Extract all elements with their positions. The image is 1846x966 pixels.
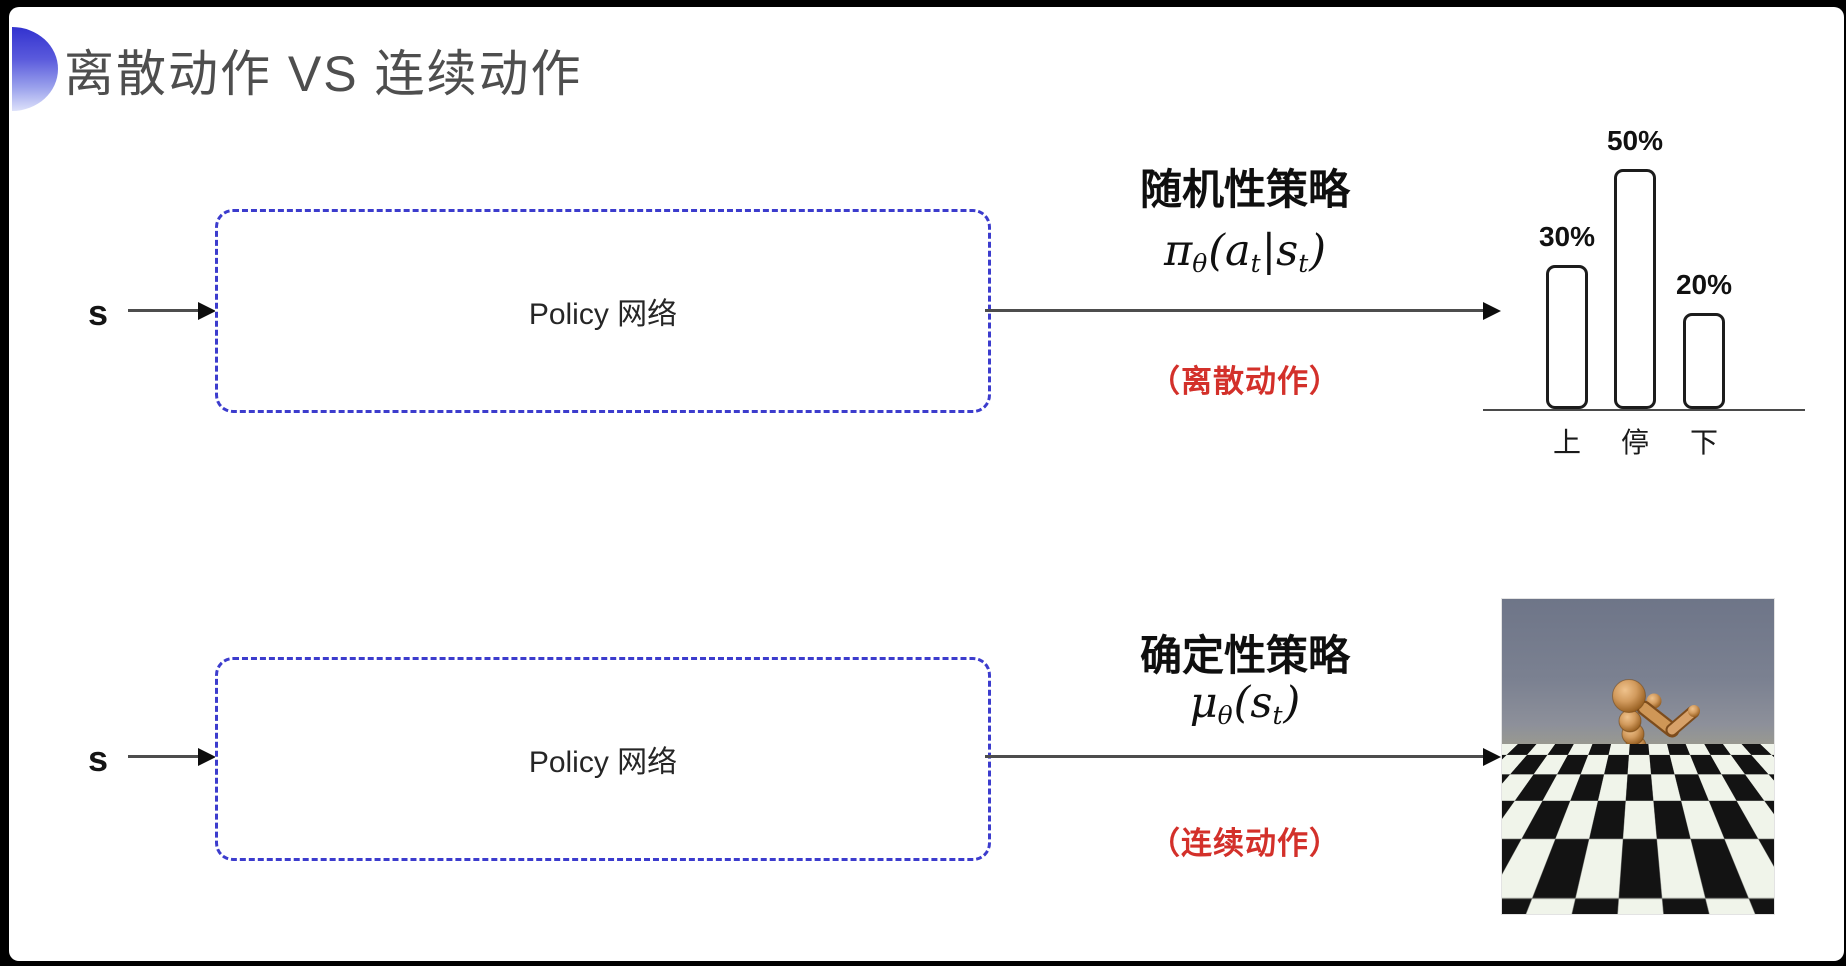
chart-bar-stop — [1614, 169, 1656, 409]
policy-network-box-bottom: Policy 网络 — [215, 657, 991, 861]
bar-value-label: 30% — [1538, 221, 1596, 252]
chart-bar-column: 30% — [1539, 108, 1595, 409]
state-input-label-bottom: s — [88, 738, 109, 779]
arrow-head-icon — [198, 748, 216, 766]
axis-label-up: 上 — [1552, 427, 1581, 458]
chart-bar-up — [1546, 265, 1588, 409]
humanoid-robot-figure — [1572, 679, 1721, 907]
arrow-line — [985, 309, 1485, 312]
arrow-line — [985, 755, 1485, 758]
deterministic-policy-title: 确定性策略 — [1139, 632, 1350, 679]
stochastic-policy-title: 随机性策略 — [1139, 166, 1350, 213]
action-probability-chart: 30% 50% 20% — [1483, 108, 1805, 411]
arrow-line — [128, 309, 202, 312]
arrow-line — [128, 755, 202, 758]
continuous-action-caption: （连续动作） — [1149, 826, 1341, 861]
bar-value-label: 20% — [1675, 269, 1733, 300]
page-title: 离散动作 VS 连续动作 — [64, 46, 583, 102]
chart-bar-down — [1683, 313, 1725, 409]
state-input-label-top: s — [88, 292, 109, 333]
policy-network-label: Policy 网络 — [528, 746, 678, 779]
arrow-head-icon — [1483, 302, 1501, 320]
axis-label-down: 下 — [1689, 427, 1718, 458]
discrete-action-caption: （离散动作） — [1149, 364, 1341, 399]
policy-network-label: Policy 网络 — [528, 298, 678, 331]
humanoid-robot-image — [1501, 598, 1775, 915]
bar-value-label: 50% — [1606, 125, 1664, 156]
arrow-head-icon — [1483, 748, 1501, 766]
arrow-head-icon — [198, 302, 216, 320]
axis-label-stop: 停 — [1620, 427, 1649, 458]
chart-bar-column: 20% — [1676, 108, 1732, 409]
chart-bar-column: 50% — [1607, 108, 1663, 409]
policy-network-box-top: Policy 网络 — [215, 209, 991, 413]
deterministic-policy-formula: μθ(st) — [1189, 678, 1301, 730]
stochastic-policy-formula: πθ(at|st) — [1163, 226, 1327, 278]
